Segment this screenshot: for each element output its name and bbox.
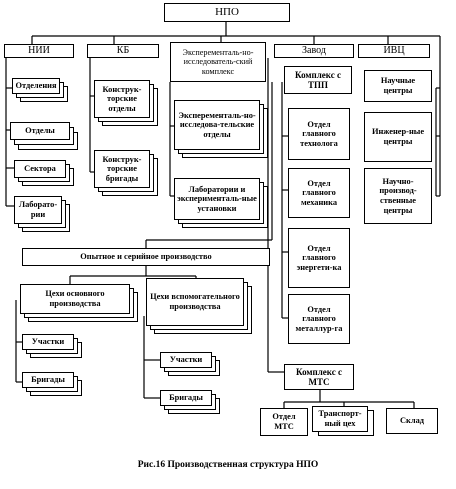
exp-complex-box: Эксперементаль-но-исследователь-ский ком… xyxy=(170,42,266,82)
zavod-otdel-metallurg: Отдел главного металлур-га xyxy=(288,294,350,344)
nii-otdeleniya: Отделения xyxy=(12,78,60,94)
production-title: Опытное и серийное производство xyxy=(22,248,270,266)
zavod-kompleks-mts: Комплекс с МТС xyxy=(284,364,354,390)
prod-vspomogatelnoe: Цехи вспомогательного производства xyxy=(146,278,244,326)
zavod-otdel-tehnolog: Отдел главного технолога xyxy=(288,108,350,160)
zavod-sklad: Склад xyxy=(386,408,438,434)
kb-konstr-brigady: Конструк-торские бригады xyxy=(94,150,150,188)
nii-laboratorii: Лаборато-рии xyxy=(14,196,62,224)
figure-caption: Рис.16 Производственная структура НПО xyxy=(137,460,319,470)
nii-otdely: Отделы xyxy=(10,122,70,140)
prod-uchastki-2: Участки xyxy=(160,352,212,368)
kb-konstr-otdely: Конструк-торские отделы xyxy=(94,80,150,118)
nii-sektora: Сектора xyxy=(14,160,66,178)
ivc-inzhenernye: Инженер-ные центры xyxy=(364,112,432,162)
zavod-box: Завод xyxy=(274,44,354,58)
ivc-nauchno-proizv: Научно-производ-ственные центры xyxy=(364,168,432,224)
prod-brigady-2: Бригады xyxy=(160,390,212,406)
ivc-box: ИВЦ xyxy=(358,44,430,58)
prod-osnovnoe: Цехи основного производства xyxy=(20,284,130,314)
exp-laboratorii: Лаборатории и эксперименталь-ные установ… xyxy=(174,178,260,220)
zavod-kompleks-tpp: Комплекс с ТПП xyxy=(284,66,352,94)
zavod-transport-ceh: Транспорт-ный цех xyxy=(312,406,368,432)
root-npo: НПО xyxy=(164,3,290,22)
prod-uchastki-1: Участки xyxy=(22,334,74,350)
zavod-otdel-energetik: Отдел главного энергети-ка xyxy=(288,228,350,288)
prod-brigady-1: Бригады xyxy=(22,372,74,388)
exp-otdely: Эксперементаль-но-исследова-тельские отд… xyxy=(174,100,260,150)
zavod-otdel-mehanik: Отдел главного механика xyxy=(288,168,350,218)
nii-box: НИИ xyxy=(4,44,74,58)
ivc-nauchnye: Научные центры xyxy=(364,70,432,102)
zavod-otdel-mts: Отдел МТС xyxy=(260,408,308,436)
kb-box: КБ xyxy=(87,44,159,58)
